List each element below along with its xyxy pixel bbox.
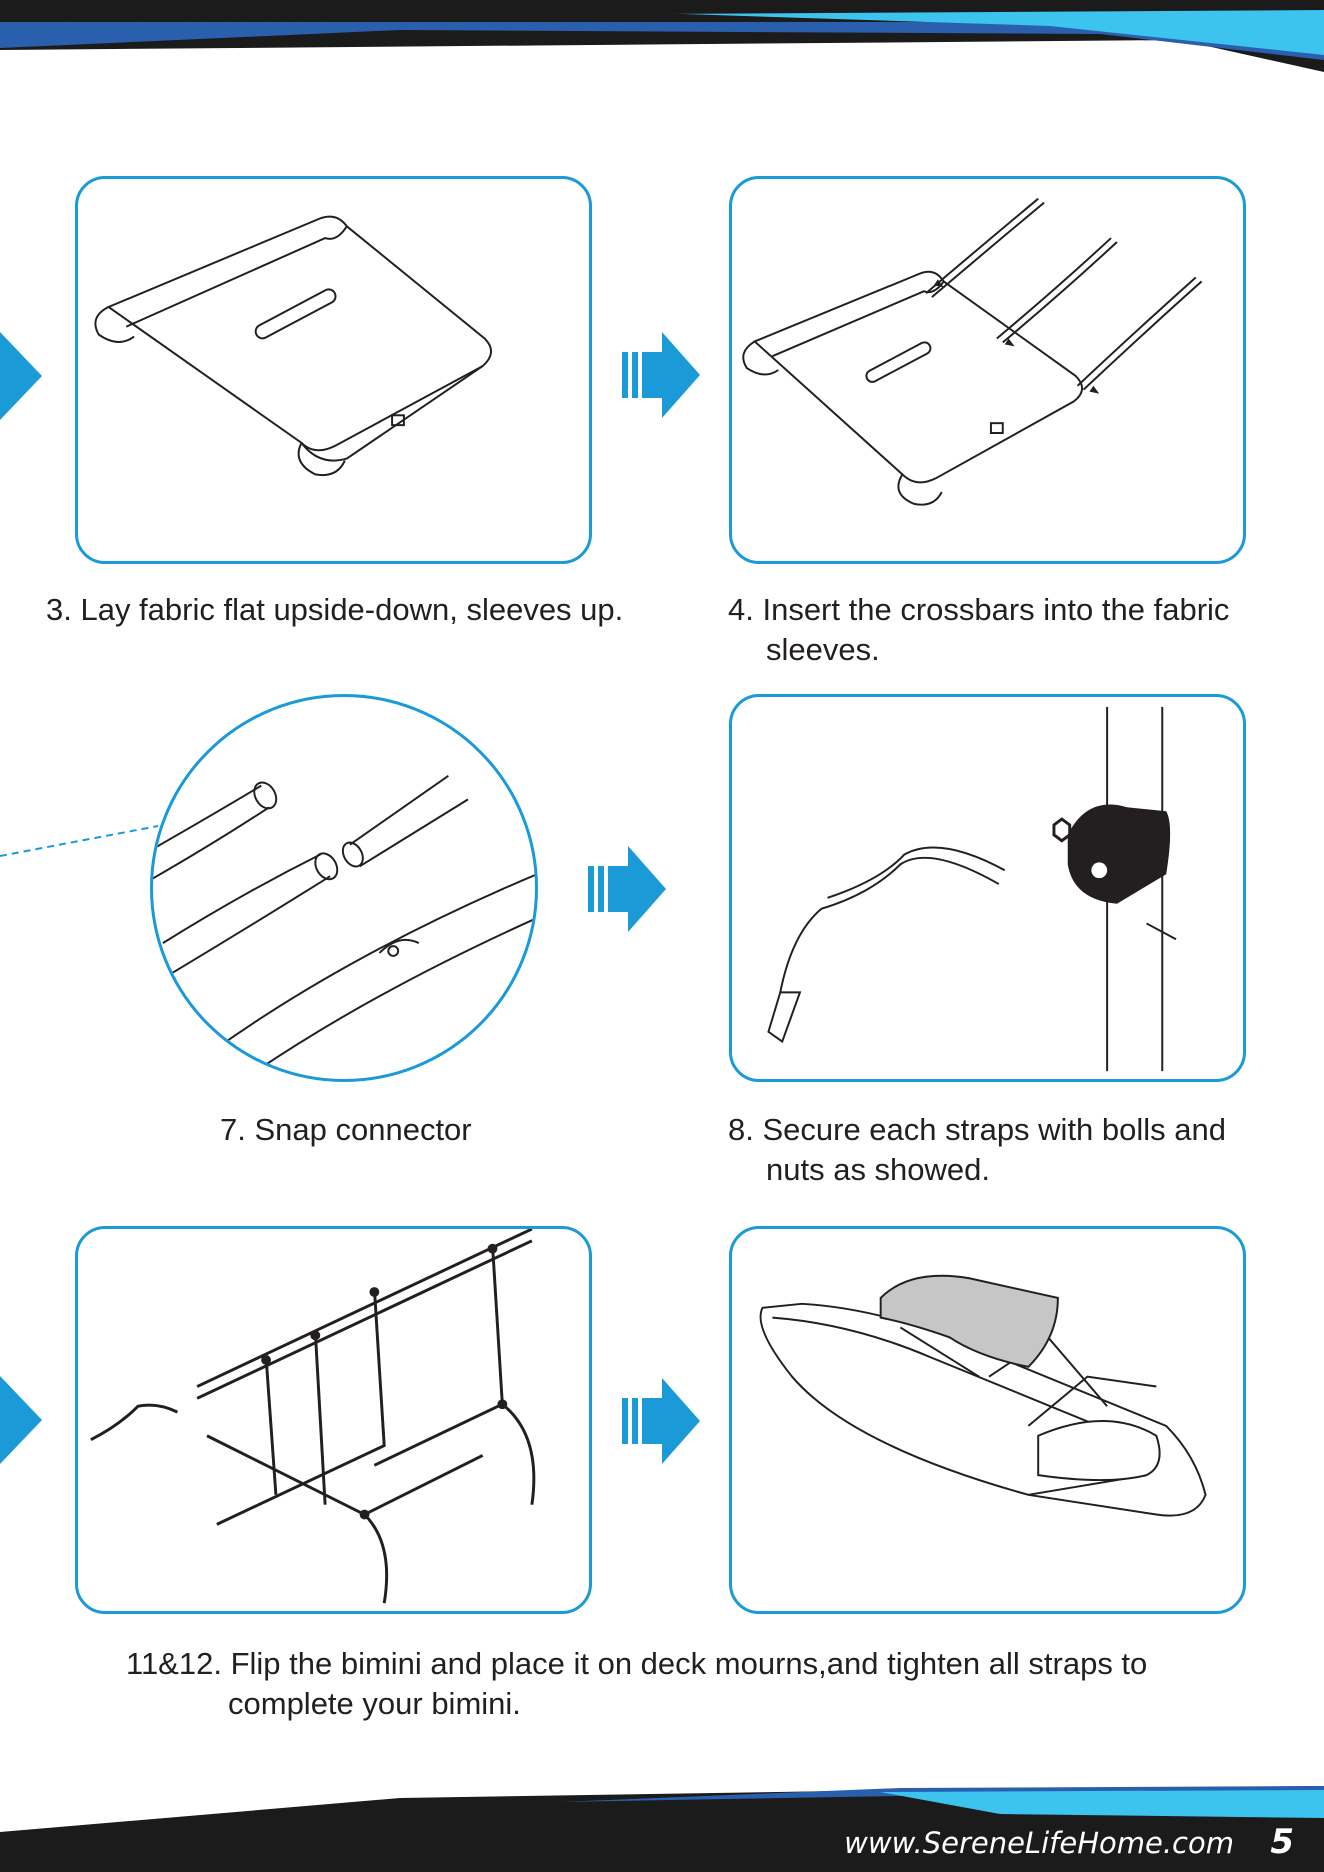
- boat-bimini-drawing: [732, 1229, 1243, 1611]
- step-4-caption: 4. Insert the crossbars into the fabric …: [728, 590, 1229, 670]
- page-number: 5: [1270, 1822, 1294, 1862]
- step-8-caption-line1: 8. Secure each straps with bolls and: [728, 1112, 1226, 1147]
- final-step-caption-line2: complete your bimini.: [126, 1684, 1147, 1724]
- step-8-illustration: [729, 694, 1246, 1082]
- step-8-caption-line2: nuts as showed.: [728, 1150, 1226, 1190]
- step-4-caption-line1: 4. Insert the crossbars into the fabric: [728, 592, 1229, 627]
- website-url: www.SereneLifeHome.com: [844, 1826, 1234, 1860]
- header-banner: [0, 0, 1324, 80]
- step-3-caption: 3. Lay fabric flat upside-down, sleeves …: [46, 590, 623, 630]
- bimini-frame-drawing: [78, 1229, 589, 1611]
- leader-line: [0, 820, 160, 860]
- side-arrow-icon: [0, 1376, 44, 1464]
- final-step-caption: 11&12. Flip the bimini and place it on d…: [126, 1644, 1147, 1724]
- next-step-arrow-icon: [622, 1378, 702, 1464]
- step-8-caption: 8. Secure each straps with bolls and nut…: [728, 1110, 1226, 1190]
- fabric-flat-drawing: [78, 179, 589, 561]
- step-7-caption-text: 7. Snap connector: [220, 1112, 472, 1147]
- side-arrow-icon: [0, 332, 44, 420]
- step-7-illustration: [150, 694, 538, 1082]
- step-4-illustration: [729, 176, 1246, 564]
- step-3-illustration: [75, 176, 592, 564]
- snap-connector-drawing: [153, 697, 535, 1079]
- step-3-caption-text: 3. Lay fabric flat upside-down, sleeves …: [46, 592, 623, 627]
- next-step-arrow-icon: [622, 332, 702, 418]
- next-step-arrow-icon: [588, 846, 668, 932]
- crossbars-drawing: [732, 179, 1243, 561]
- step-11-illustration: [75, 1226, 592, 1614]
- step-4-caption-line2: sleeves.: [728, 630, 1229, 670]
- final-step-caption-line1: 11&12. Flip the bimini and place it on d…: [126, 1646, 1147, 1681]
- strap-bolt-drawing: [732, 697, 1243, 1079]
- step-7-caption: 7. Snap connector: [220, 1110, 472, 1150]
- step-12-illustration: [729, 1226, 1246, 1614]
